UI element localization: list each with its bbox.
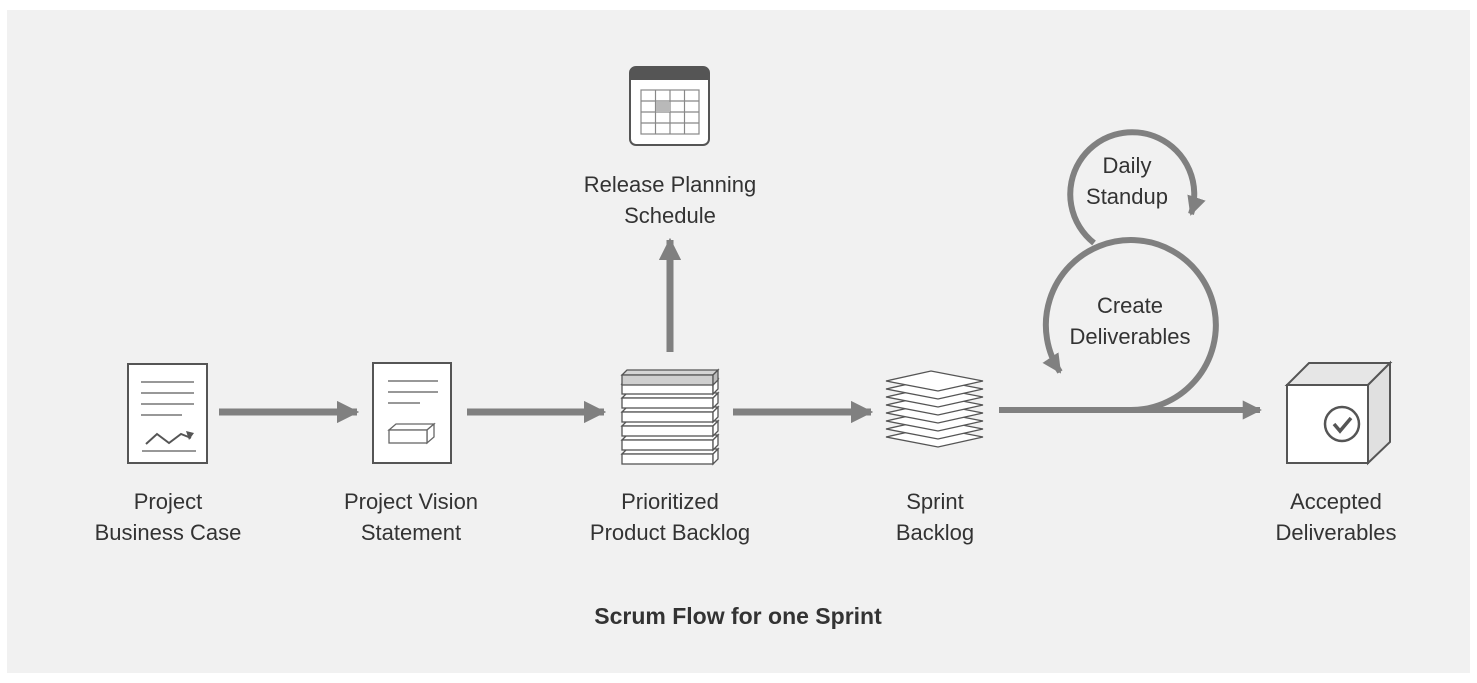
document-chart-icon [127,363,208,464]
daily-standup-loop-arrow [1067,129,1206,246]
label-line: Project Vision [343,489,479,514]
checked-box-icon [1284,360,1393,466]
document-box-icon [372,362,452,464]
stacked-backlog-icon [620,368,720,466]
label-sprint-backlog: Sprint Backlog [835,486,1035,548]
label-line: Standup [1086,184,1168,209]
label-line: Business Case [94,520,242,545]
label-line: Statement [360,520,462,545]
calendar-icon [629,66,710,146]
label-release-planning-schedule: Release Planning Schedule [560,169,780,231]
label-accepted-deliverables: Accepted Deliverables [1236,486,1436,548]
sprint-loop-arrow [999,237,1262,420]
label-line: Backlog [895,520,975,545]
label-project-vision-statement: Project Vision Statement [311,486,511,548]
label-line: Accepted [1290,489,1382,514]
label-create-deliverables: Create Deliverables [1045,290,1215,352]
label-line: Daily [1102,153,1152,178]
label-line: Deliverables [1275,520,1397,545]
diagram-caption: Scrum Flow for one Sprint [594,603,882,629]
label-project-business-case: Project Business Case [68,486,268,548]
label-line: Deliverables [1069,324,1191,349]
label-line: Prioritized [621,489,719,514]
label-line: Product Backlog [589,520,751,545]
label-line: Project [133,489,203,514]
label-line: Schedule [624,203,716,228]
label-daily-standup: Daily Standup [1067,150,1187,212]
label-line: Create [1096,293,1164,318]
diagram-panel [7,10,1470,673]
label-line: Release Planning [583,172,757,197]
label-line: Sprint [906,489,964,514]
stacked-sheets-icon [885,370,984,448]
label-prioritized-product-backlog: Prioritized Product Backlog [560,486,780,548]
